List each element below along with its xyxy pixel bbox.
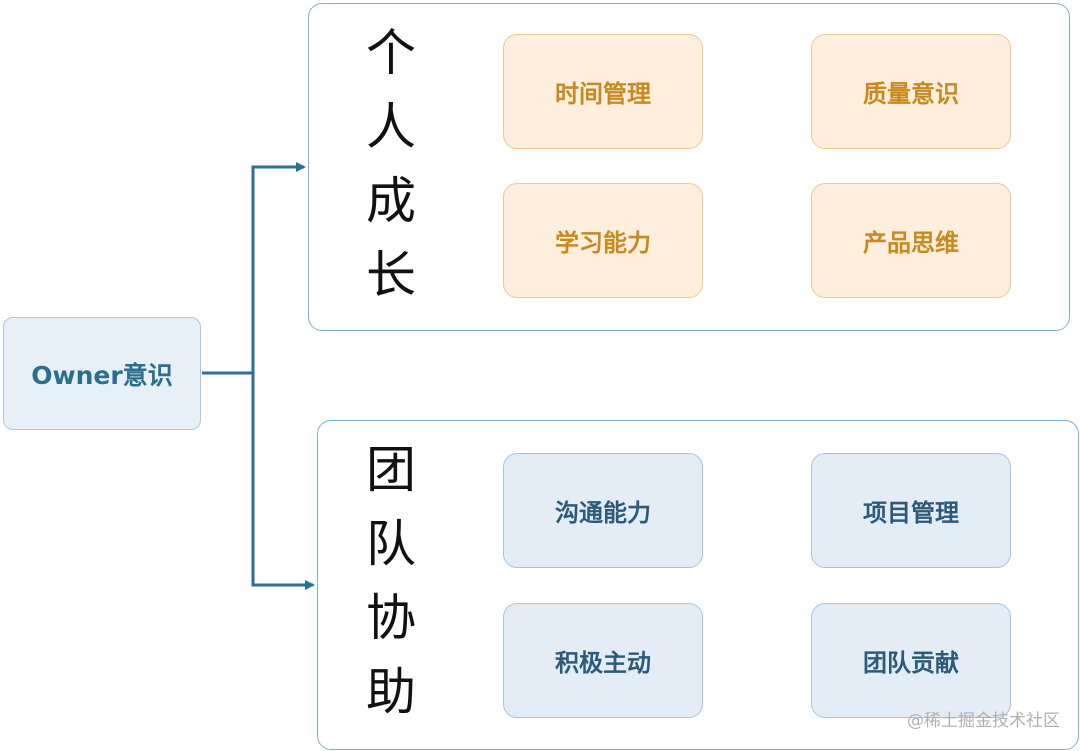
title-char: 协 <box>366 589 416 647</box>
skill-label: 质量意识 <box>863 80 959 108</box>
connector-to-personal <box>251 162 306 373</box>
personal-growth-title: 个 人 成 长 <box>356 16 426 312</box>
watermark: @稀土掘金技术社区 <box>907 711 1060 731</box>
title-char: 助 <box>366 663 416 721</box>
skill-communication: 沟通能力 <box>503 453 703 568</box>
skill-label: 积极主动 <box>555 649 651 677</box>
title-char: 人 <box>366 98 416 156</box>
skill-learning-ability: 学习能力 <box>503 183 703 298</box>
title-char: 成 <box>366 172 416 230</box>
owner-awareness-node: Owner意识 <box>3 317 201 430</box>
title-char: 长 <box>366 246 416 304</box>
skill-team-contribution: 团队贡献 <box>811 603 1011 718</box>
owner-awareness-label: Owner意识 <box>31 360 173 390</box>
title-char: 队 <box>366 515 416 573</box>
skill-time-management: 时间管理 <box>503 34 703 149</box>
skill-project-management: 项目管理 <box>811 453 1011 568</box>
skill-proactive: 积极主动 <box>503 603 703 718</box>
skill-label: 产品思维 <box>863 229 959 257</box>
skill-label: 团队贡献 <box>863 649 959 677</box>
skill-product-thinking: 产品思维 <box>811 183 1011 298</box>
skill-label: 沟通能力 <box>555 499 651 527</box>
connector-to-team <box>251 373 315 590</box>
title-char: 团 <box>366 441 416 499</box>
team-collaboration-title: 团 队 协 助 <box>356 433 426 729</box>
skill-label: 时间管理 <box>555 80 651 108</box>
skill-quality-awareness: 质量意识 <box>811 34 1011 149</box>
skill-label: 项目管理 <box>863 499 959 527</box>
skill-label: 学习能力 <box>555 229 651 257</box>
title-char: 个 <box>366 24 416 82</box>
